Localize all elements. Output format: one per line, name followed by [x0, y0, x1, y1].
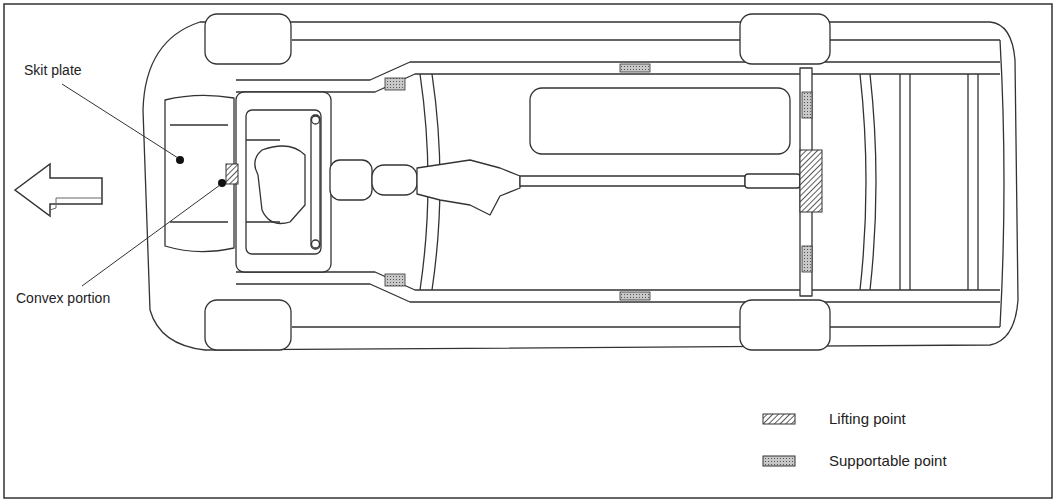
supportable-point: [802, 92, 812, 118]
supportable-point: [802, 246, 812, 272]
legend-swatch: [762, 455, 796, 467]
cross-member: [860, 74, 876, 290]
lifting-point: [226, 164, 238, 184]
legend-text: Supportable point: [829, 452, 947, 469]
legend-text: Lifting point: [829, 410, 906, 427]
lifting-point: [800, 150, 822, 212]
direction-arrow: [15, 164, 102, 216]
supportable-point: [385, 78, 405, 90]
wheel: [740, 14, 830, 64]
front-subframe: [236, 92, 331, 272]
wheel: [205, 300, 291, 350]
transfer-case: [417, 160, 520, 215]
wheel: [205, 14, 291, 64]
legend-item: Lifting point: [762, 410, 906, 427]
tie-rod-end: [312, 240, 320, 248]
transmission: [372, 165, 417, 195]
driveshaft-joint: [745, 174, 800, 188]
cross-member: [900, 74, 910, 290]
supportable-point: [620, 64, 650, 72]
arrow-shade: [50, 198, 102, 216]
supportable-point: [620, 292, 650, 300]
legend-item: Supportable point: [762, 452, 947, 469]
transmission: [330, 160, 372, 200]
leader-line: [62, 84, 178, 158]
rocker-line: [292, 40, 1000, 327]
frame-rail: [236, 272, 1000, 302]
skid-plate-edge: [170, 125, 228, 222]
driveshaft: [520, 176, 745, 186]
oil-pan: [255, 146, 305, 224]
body-outline: [143, 22, 1018, 350]
wheel: [740, 300, 830, 350]
tie-rod-end: [312, 116, 320, 124]
rear-bumper: [1000, 40, 1004, 327]
skid-plate: [165, 95, 234, 251]
legend-swatch: [762, 413, 796, 425]
part-label: Skit plate: [24, 62, 82, 78]
part-label: Convex portion: [16, 290, 110, 306]
cross-member: [968, 74, 978, 290]
frame-border: [4, 4, 1052, 498]
engine-mount: [246, 140, 280, 222]
supportable-point: [385, 274, 405, 286]
fuel-tank: [530, 88, 790, 154]
engine-outline: [246, 110, 321, 254]
steering-rod: [311, 115, 320, 249]
